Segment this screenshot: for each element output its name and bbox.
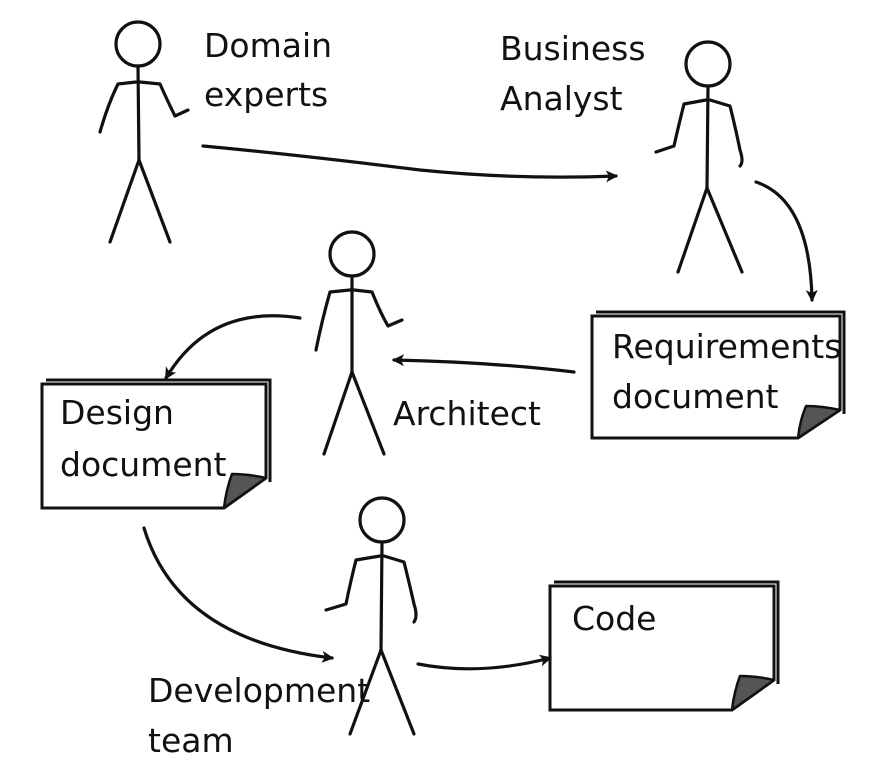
design-document-label: Design document bbox=[60, 393, 227, 484]
development-team-label: Development team bbox=[148, 671, 381, 760]
domain-experts-label: Domain experts bbox=[204, 26, 343, 114]
arrow-analyst-to-requirements bbox=[754, 180, 818, 302]
domain-experts-figure bbox=[98, 20, 190, 244]
design-document: Design document bbox=[40, 378, 272, 510]
arrow-architect-to-design bbox=[164, 314, 302, 380]
architect-figure bbox=[314, 230, 404, 456]
business-analyst-label: Business Analyst bbox=[500, 29, 656, 118]
arrow-domain-to-analyst bbox=[201, 144, 618, 183]
code-document-label: Code bbox=[572, 599, 656, 638]
business-analyst-figure bbox=[654, 40, 744, 274]
arrow-design-to-team bbox=[142, 526, 334, 663]
arrow-team-to-code bbox=[416, 654, 552, 671]
architect-label: Architect bbox=[393, 394, 541, 433]
code-document: Code bbox=[548, 580, 780, 712]
requirements-document-label: Requirements document bbox=[612, 327, 852, 416]
development-team-figure bbox=[324, 496, 418, 736]
arrow-requirements-to-architect bbox=[392, 354, 576, 374]
requirements-document: Requirements document bbox=[590, 310, 852, 440]
